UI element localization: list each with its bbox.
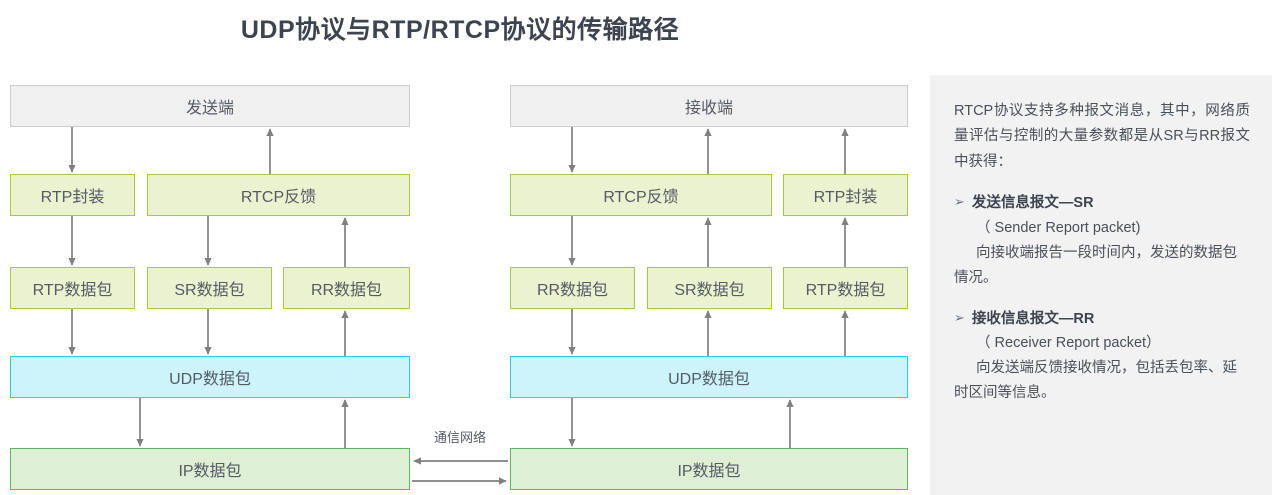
panel-item-rr-english: （ Receiver Report packet） bbox=[976, 335, 1161, 352]
panel-intro-text: RTCP协议支持多种报文消息，其中，网络质量评估与控制的大量参数都是从SR与RR… bbox=[954, 103, 1250, 170]
left-sr-packet-box: SR数据包 bbox=[147, 267, 272, 309]
panel-item-rr: ➢ 接收信息报文—RR （ Receiver Report packet） 向发… bbox=[954, 307, 1250, 406]
left-rtp-encapsulation-box: RTP封装 bbox=[10, 174, 135, 216]
rtcp-info-panel: RTCP协议支持多种报文消息，其中，网络质量评估与控制的大量参数都是从SR与RR… bbox=[930, 75, 1272, 495]
panel-item-sr-english: （ Sender Report packet) bbox=[976, 219, 1141, 236]
left-udp-packet-box: UDP数据包 bbox=[10, 356, 410, 398]
right-rr-packet-label: RR数据包 bbox=[536, 282, 609, 299]
right-rtcp-feedback-box: RTCP反馈 bbox=[510, 174, 772, 216]
left-rr-packet-box: RR数据包 bbox=[283, 267, 410, 309]
left-rtp-packet-label: RTP数据包 bbox=[32, 282, 113, 299]
left-rr-packet-label: RR数据包 bbox=[310, 282, 383, 299]
connector-arrows bbox=[68, 127, 849, 485]
right-endpoint-box: 接收端 bbox=[510, 85, 908, 127]
bullet-arrow-icon: ➢ bbox=[954, 194, 965, 210]
left-udp-packet-label: UDP数据包 bbox=[169, 371, 251, 388]
left-sr-packet-label: SR数据包 bbox=[174, 282, 245, 299]
right-rtp-packet-box: RTP数据包 bbox=[783, 267, 908, 309]
right-endpoint-label: 接收端 bbox=[684, 100, 733, 117]
left-endpoint-label: 发送端 bbox=[185, 100, 234, 117]
panel-item-rr-heading-row: ➢ 接收信息报文—RR bbox=[954, 307, 1250, 332]
panel-item-sr: ➢ 发送信息报文—SR （ Sender Report packet) 向接收端… bbox=[954, 191, 1250, 290]
panel-item-rr-heading: 接收信息报文—RR bbox=[971, 310, 1095, 327]
panel-item-sr-heading-row: ➢ 发送信息报文—SR bbox=[954, 191, 1250, 216]
right-sr-packet-label: SR数据包 bbox=[674, 282, 745, 299]
page-title: UDP协议与RTP/RTCP协议的传输路径 bbox=[240, 16, 680, 44]
network-link-label: 通信网络 bbox=[433, 430, 486, 445]
left-ip-packet-box: IP数据包 bbox=[10, 448, 410, 490]
right-sr-packet-box: SR数据包 bbox=[647, 267, 772, 309]
right-rtp-encapsulation-box: RTP封装 bbox=[783, 174, 908, 216]
right-ip-packet-label: IP数据包 bbox=[677, 463, 741, 480]
right-rtp-packet-label: RTP数据包 bbox=[805, 282, 886, 299]
left-rtcp-feedback-box: RTCP反馈 bbox=[147, 174, 410, 216]
left-rtp-packet-box: RTP数据包 bbox=[10, 267, 135, 309]
right-rtcp-feedback-label: RTCP反馈 bbox=[603, 189, 679, 206]
left-ip-packet-label: IP数据包 bbox=[178, 463, 242, 480]
right-ip-packet-box: IP数据包 bbox=[510, 448, 908, 490]
left-endpoint-box: 发送端 bbox=[10, 85, 410, 127]
right-rr-packet-box: RR数据包 bbox=[510, 267, 635, 309]
right-udp-packet-box: UDP数据包 bbox=[510, 356, 908, 398]
right-rtp-encapsulation-label: RTP封装 bbox=[813, 189, 878, 206]
bullet-arrow-icon: ➢ bbox=[954, 309, 965, 325]
right-udp-packet-label: UDP数据包 bbox=[668, 371, 750, 388]
left-rtp-encapsulation-label: RTP封装 bbox=[40, 189, 105, 206]
panel-item-sr-body: 向接收端报告一段时间内，发送的数据包情况。 bbox=[954, 244, 1237, 286]
transmission-path-diagram: 发送端 RTP封装 RTCP反馈 RTP数据包 SR数据包 RR数据包 UDP数… bbox=[10, 85, 908, 490]
left-rtcp-feedback-label: RTCP反馈 bbox=[240, 189, 317, 206]
panel-item-rr-body: 向发送端反馈接收情况，包括丢包率、延时区间等信息。 bbox=[954, 360, 1237, 402]
panel-item-sr-heading: 发送信息报文—SR bbox=[971, 195, 1094, 212]
